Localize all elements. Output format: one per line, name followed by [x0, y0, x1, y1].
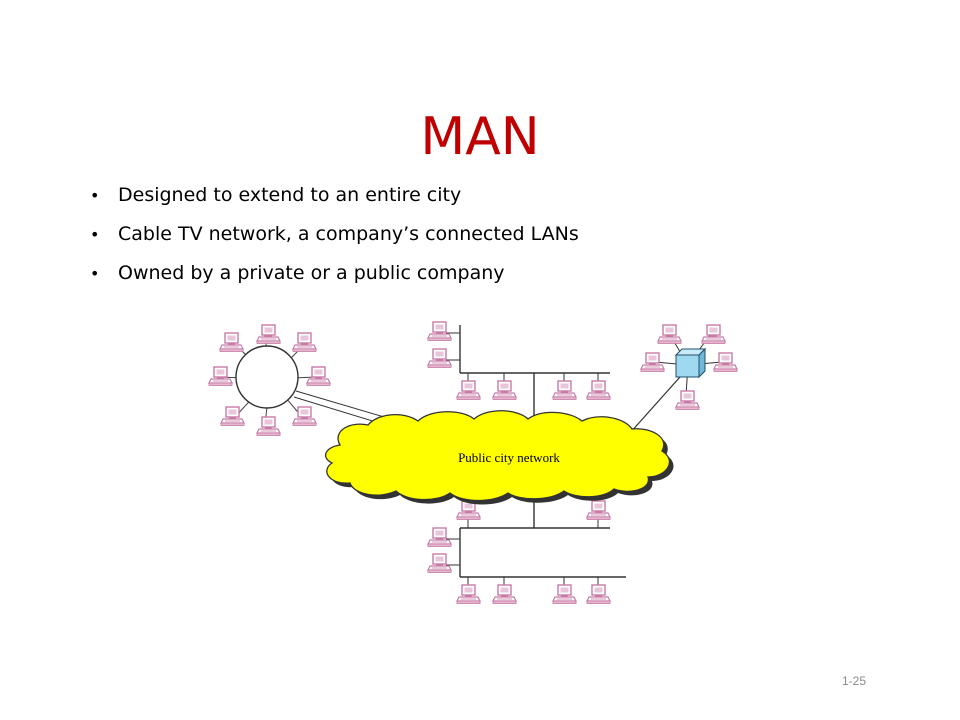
computer-icon — [701, 324, 726, 345]
bullet-item: • Owned by a private or a public company — [88, 254, 579, 293]
computer-icon — [427, 348, 452, 369]
computer-icon — [492, 380, 517, 401]
bullet-text: Designed to extend to an entire city — [118, 184, 462, 206]
ring — [235, 345, 299, 409]
computer-icon — [306, 366, 331, 387]
bullet-item: • Designed to extend to an entire city — [88, 176, 579, 215]
top-bus-lan — [427, 321, 611, 420]
star-network — [629, 324, 738, 434]
computer-icon — [427, 527, 452, 548]
computer-icon — [552, 584, 577, 605]
bullet-text: Owned by a private or a public company — [118, 262, 505, 284]
computer-icon — [456, 380, 481, 401]
cloud-label: Public city network — [458, 450, 560, 465]
public-city-network-cloud: Public city network — [324, 410, 674, 505]
computer-icon — [220, 406, 245, 427]
computer-icon — [208, 366, 233, 387]
slide-title: MAN — [420, 106, 540, 167]
bullet-dot: • — [90, 264, 100, 283]
computer-icon — [657, 324, 682, 345]
computer-icon — [586, 380, 611, 401]
computer-icon — [427, 553, 452, 574]
computer-icon — [586, 584, 611, 605]
computer-icon — [292, 332, 317, 353]
computer-icon — [256, 416, 281, 437]
computer-icon — [492, 584, 517, 605]
cloud-shape — [324, 410, 670, 502]
computer-icon — [256, 324, 281, 345]
bullet-list: • Designed to extend to an entire city • C… — [88, 176, 579, 293]
bottom-bus-lan — [427, 493, 626, 605]
bullet-text: Cable TV network, a company’s connected … — [118, 223, 579, 245]
switch-icon — [674, 347, 707, 379]
slide-number: 1-25 — [842, 674, 867, 688]
bullet-dot: • — [90, 225, 100, 244]
computer-icon — [456, 584, 481, 605]
man-network-diagram: Public city network — [208, 321, 738, 605]
computer-icon — [219, 332, 244, 353]
bullet-item: • Cable TV network, a company’s connected… — [88, 215, 579, 254]
computer-icon — [552, 380, 577, 401]
computer-icon — [427, 321, 452, 342]
computer-icon — [675, 390, 700, 411]
bullet-dot: • — [90, 186, 100, 205]
computer-icon — [586, 500, 611, 521]
